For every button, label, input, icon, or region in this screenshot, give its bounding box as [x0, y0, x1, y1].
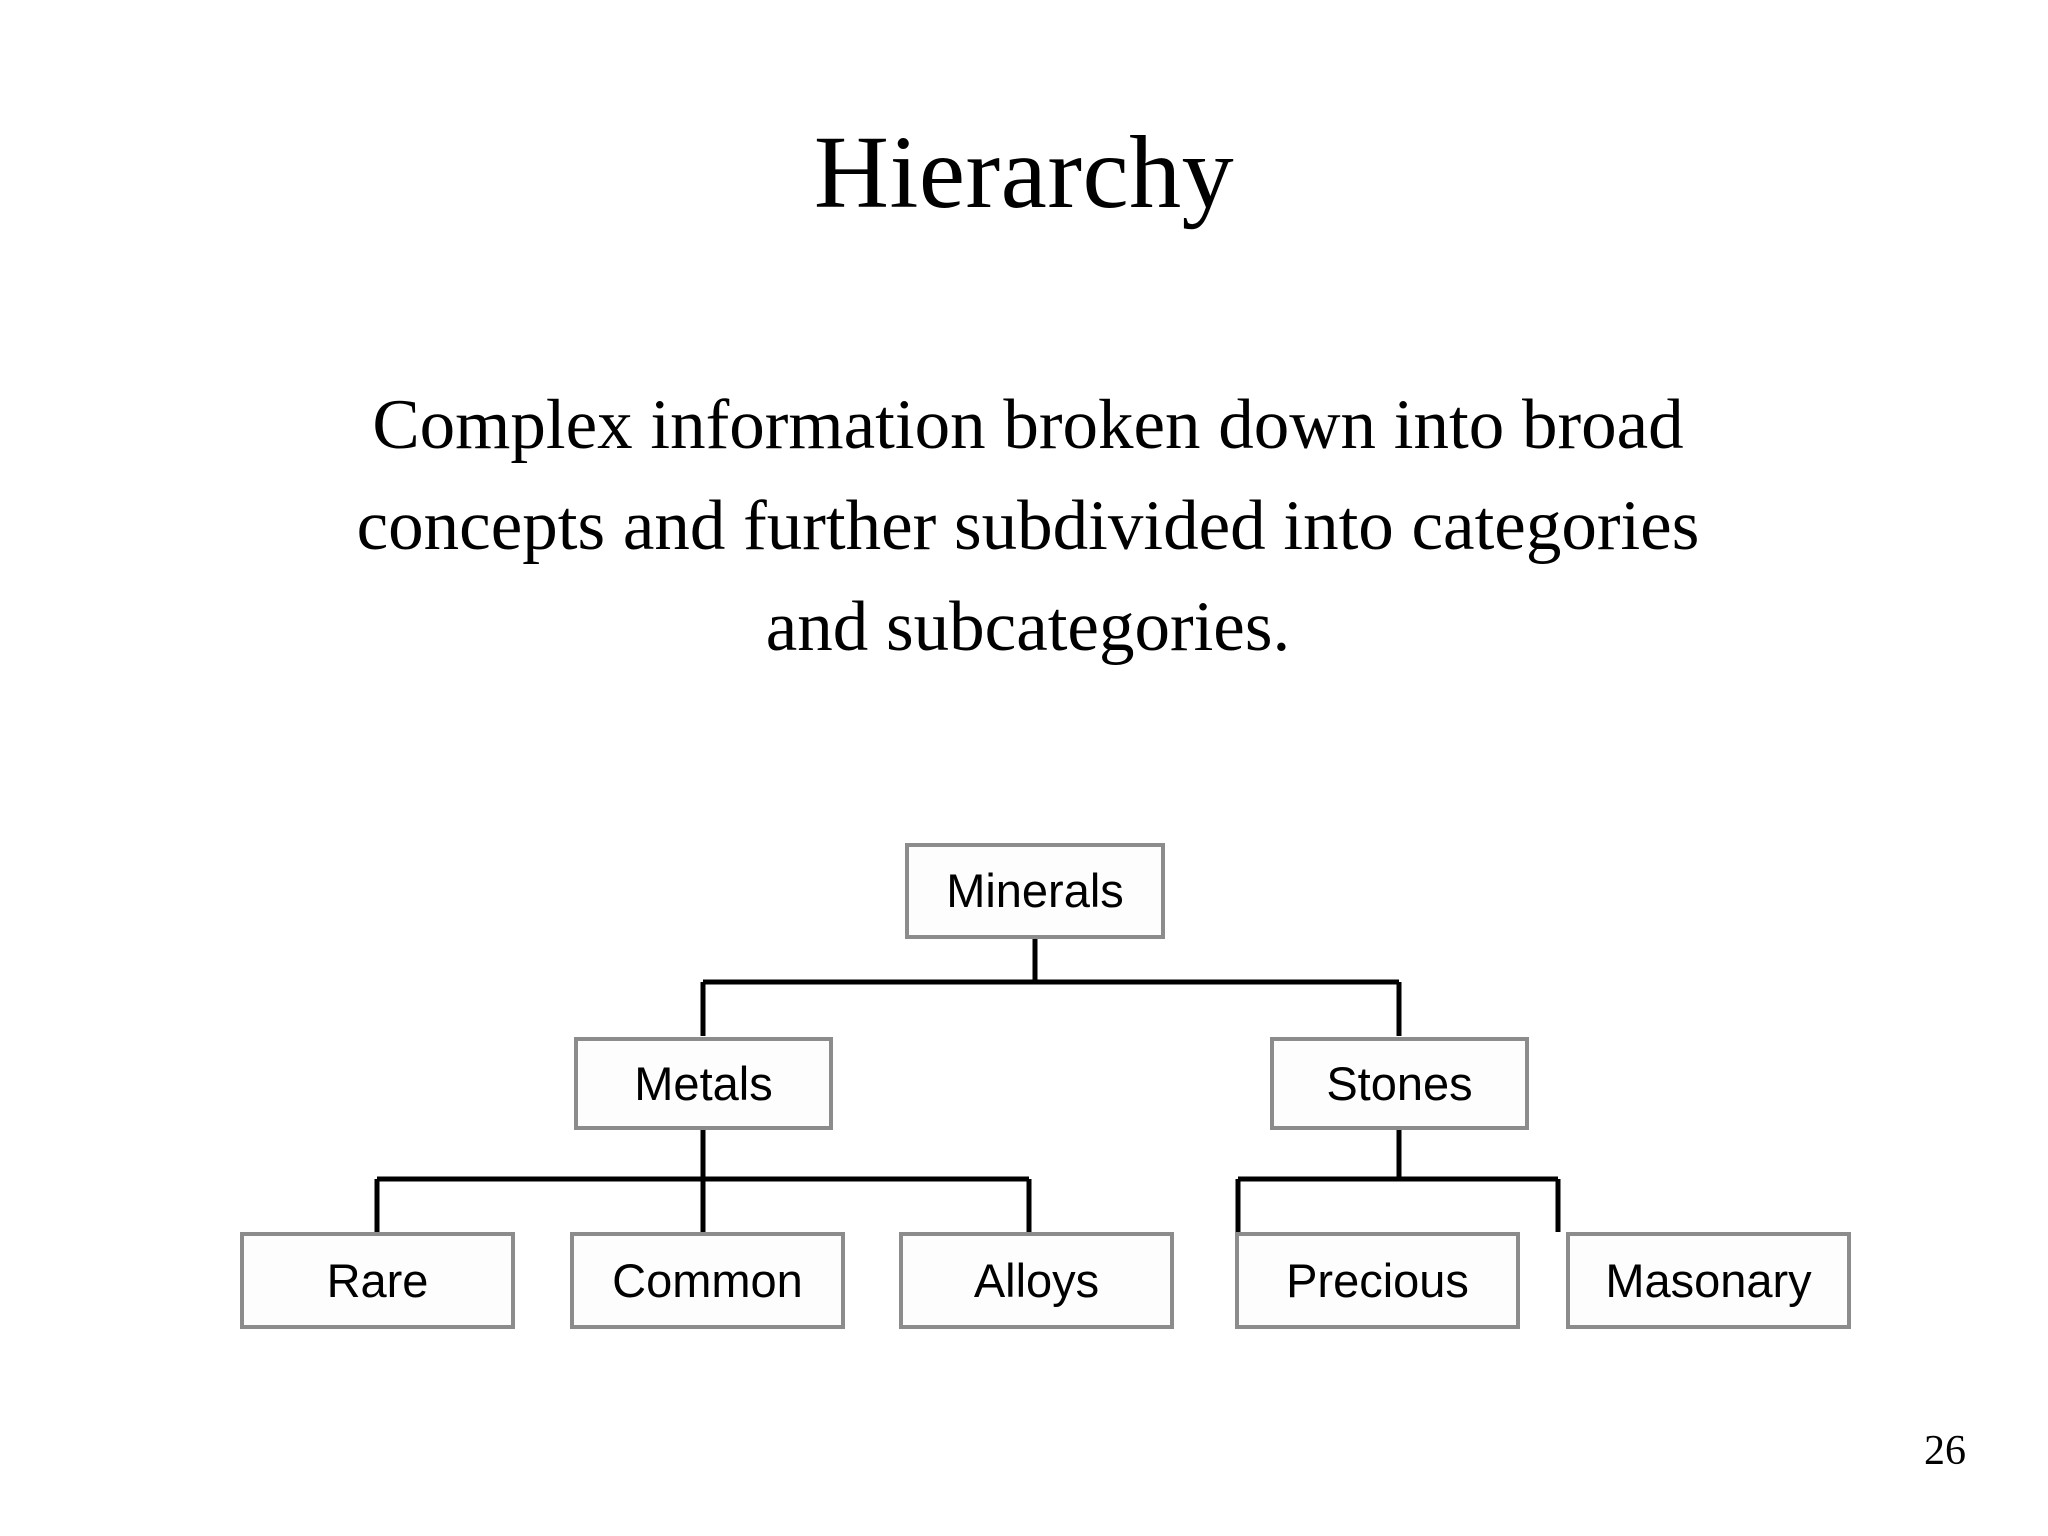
- page-number: 26: [1924, 1428, 1966, 1474]
- node-common[interactable]: Common: [570, 1232, 845, 1329]
- node-metals[interactable]: Metals: [574, 1037, 833, 1130]
- body-line-2: concepts and further subdivided into cat…: [356, 487, 1700, 565]
- node-minerals-label: Minerals: [946, 864, 1124, 917]
- node-rare-label: Rare: [326, 1253, 429, 1307]
- node-stones-label: Stones: [1326, 1056, 1473, 1110]
- node-precious-label: Precious: [1286, 1253, 1469, 1307]
- node-stones[interactable]: Stones: [1270, 1037, 1529, 1130]
- body-line-1: Complex information broken down into bro…: [372, 386, 1684, 464]
- page-title: Hierarchy: [813, 115, 1235, 230]
- node-common-label: Common: [612, 1253, 803, 1307]
- node-precious[interactable]: Precious: [1235, 1232, 1520, 1329]
- body-line-3: and subcategories.: [765, 588, 1291, 666]
- node-minerals[interactable]: Minerals: [905, 843, 1165, 939]
- node-alloys-label: Alloys: [973, 1253, 1100, 1307]
- slide-body-text: Complex information broken down into bro…: [168, 375, 1888, 678]
- node-masonary[interactable]: Masonary: [1566, 1232, 1851, 1329]
- node-rare[interactable]: Rare: [240, 1232, 515, 1329]
- node-alloys[interactable]: Alloys: [899, 1232, 1174, 1329]
- node-masonary-label: Masonary: [1605, 1253, 1812, 1307]
- node-metals-label: Metals: [634, 1056, 773, 1110]
